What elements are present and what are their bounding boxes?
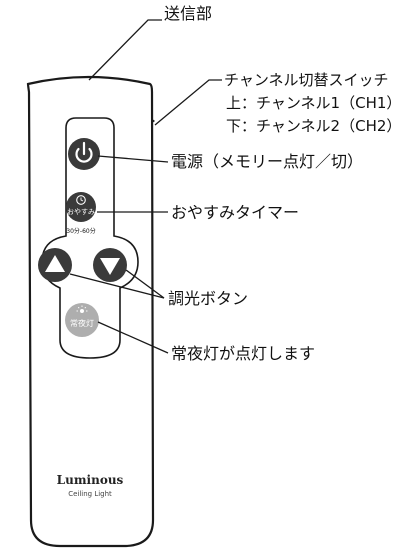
leader-lines — [69, 19, 222, 354]
label-dimmer: 調光ボタン — [168, 289, 249, 308]
power-icon — [75, 147, 93, 163]
leader-power — [97, 155, 169, 163]
sleep-button[interactable] — [66, 192, 96, 222]
clock-icon — [76, 195, 86, 205]
label-transmitter: 送信部 — [164, 4, 213, 23]
sleep-range-label: 30分-60分 — [66, 227, 95, 235]
down-triangle-icon — [100, 258, 120, 275]
sleep-button-label: おやすみ — [67, 208, 95, 216]
label-ch1: 上：チャンネル1（CH1） — [226, 94, 402, 112]
brand-subtitle: Ceiling Light — [68, 490, 112, 498]
label-sleep-timer: おやすみタイマー — [171, 203, 300, 222]
label-channel-switch: チャンネル切替スイッチ — [224, 71, 389, 89]
sun-icon — [76, 305, 88, 313]
leader-dimmer-up — [69, 273, 165, 299]
brand-logo: Luminous — [57, 473, 124, 487]
label-nightlight: 常夜灯が点灯します — [171, 344, 316, 363]
channel-switch[interactable] — [151, 118, 155, 124]
up-triangle-icon — [45, 255, 65, 272]
clock-hands — [80, 197, 84, 202]
nightlight-button[interactable] — [65, 303, 99, 337]
nightlight-button-label: 常夜灯 — [70, 318, 94, 328]
label-ch2: 下：チャンネル2（CH2） — [226, 117, 402, 135]
leader-channel-switch — [154, 79, 222, 126]
leader-transmitter — [88, 19, 162, 81]
leader-dimmer-down — [125, 269, 165, 299]
label-power: 電源（メモリー点灯／切） — [171, 152, 364, 171]
leader-nightlight — [97, 321, 169, 354]
